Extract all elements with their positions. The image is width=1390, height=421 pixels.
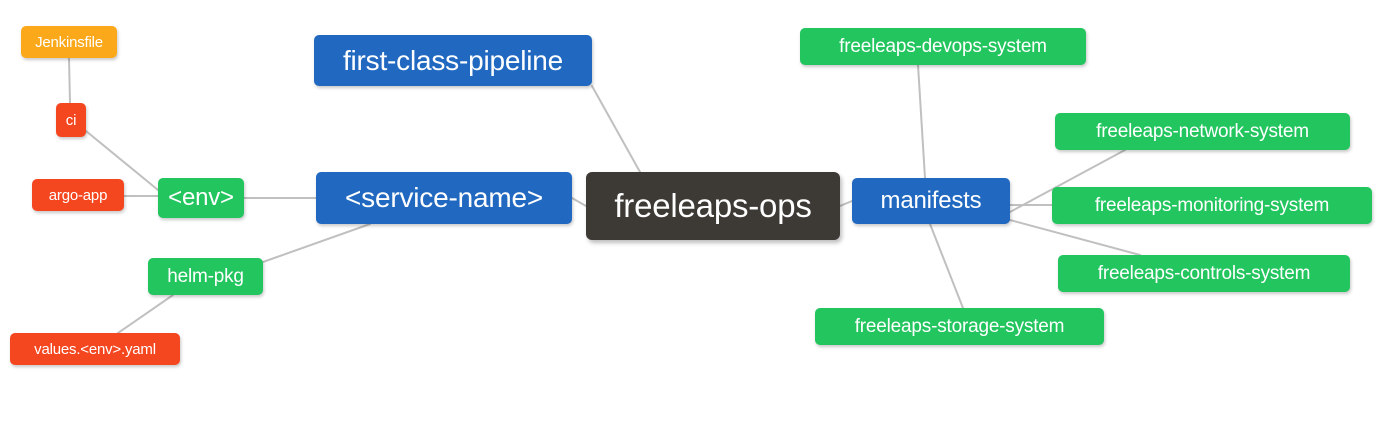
mindmap-node-env[interactable]: <env> xyxy=(158,178,244,218)
node-label: Jenkinsfile xyxy=(35,33,103,51)
mindmap-node-pipeline[interactable]: first-class-pipeline xyxy=(314,35,592,86)
node-label: manifests xyxy=(880,187,982,214)
mindmap-node-manifests[interactable]: manifests xyxy=(852,178,1010,224)
node-label: <env> xyxy=(168,184,234,211)
edge-env-to-ci xyxy=(85,130,159,191)
mindmap-node-storage[interactable]: freeleaps-storage-system xyxy=(815,308,1104,345)
edge-manifests-to-controls xyxy=(1009,219,1141,256)
node-label: freeleaps-storage-system xyxy=(854,315,1065,337)
node-label: freeleaps-devops-system xyxy=(839,35,1047,57)
node-label: argo-app xyxy=(48,186,108,204)
edge-manifests-to-network xyxy=(1009,149,1126,213)
node-label: freeleaps-controls-system xyxy=(1097,262,1311,284)
edge-root-to-service xyxy=(571,197,587,207)
edge-manifests-to-storage xyxy=(929,223,964,309)
node-label: values.<env>.yaml xyxy=(34,340,156,358)
mindmap-node-controls[interactable]: freeleaps-controls-system xyxy=(1058,255,1350,292)
edge-ci-to-jenkinsfile xyxy=(68,57,71,104)
node-label: freeleaps-network-system xyxy=(1096,120,1309,142)
node-label: first-class-pipeline xyxy=(342,44,564,76)
edge-service-to-helmpkg xyxy=(262,223,371,263)
edge-root-to-pipeline xyxy=(591,85,641,173)
node-label: helm-pkg xyxy=(167,265,244,287)
mindmap-node-jenkinsfile[interactable]: Jenkinsfile xyxy=(21,26,117,58)
mindmap-node-monitoring[interactable]: freeleaps-monitoring-system xyxy=(1052,187,1372,224)
mindmap-node-service[interactable]: <service-name> xyxy=(316,172,572,224)
edge-manifests-to-devops xyxy=(917,64,926,179)
node-label: freeleaps-monitoring-system xyxy=(1094,194,1330,216)
node-label: <service-name> xyxy=(345,182,543,213)
mindmap-node-argoapp[interactable]: argo-app xyxy=(32,179,124,211)
mindmap-node-helmpkg[interactable]: helm-pkg xyxy=(148,258,263,295)
mindmap-node-root[interactable]: freeleaps-ops xyxy=(586,172,840,240)
edge-helmpkg-to-values xyxy=(117,294,174,334)
mindmap-node-ci[interactable]: ci xyxy=(56,103,86,137)
mindmap-node-devops[interactable]: freeleaps-devops-system xyxy=(800,28,1086,65)
mindmap-node-network[interactable]: freeleaps-network-system xyxy=(1055,113,1350,150)
mindmap-node-values[interactable]: values.<env>.yaml xyxy=(10,333,180,365)
edge-root-to-manifests xyxy=(839,200,853,207)
node-label: freeleaps-ops xyxy=(614,187,812,224)
node-label: ci xyxy=(65,111,77,129)
